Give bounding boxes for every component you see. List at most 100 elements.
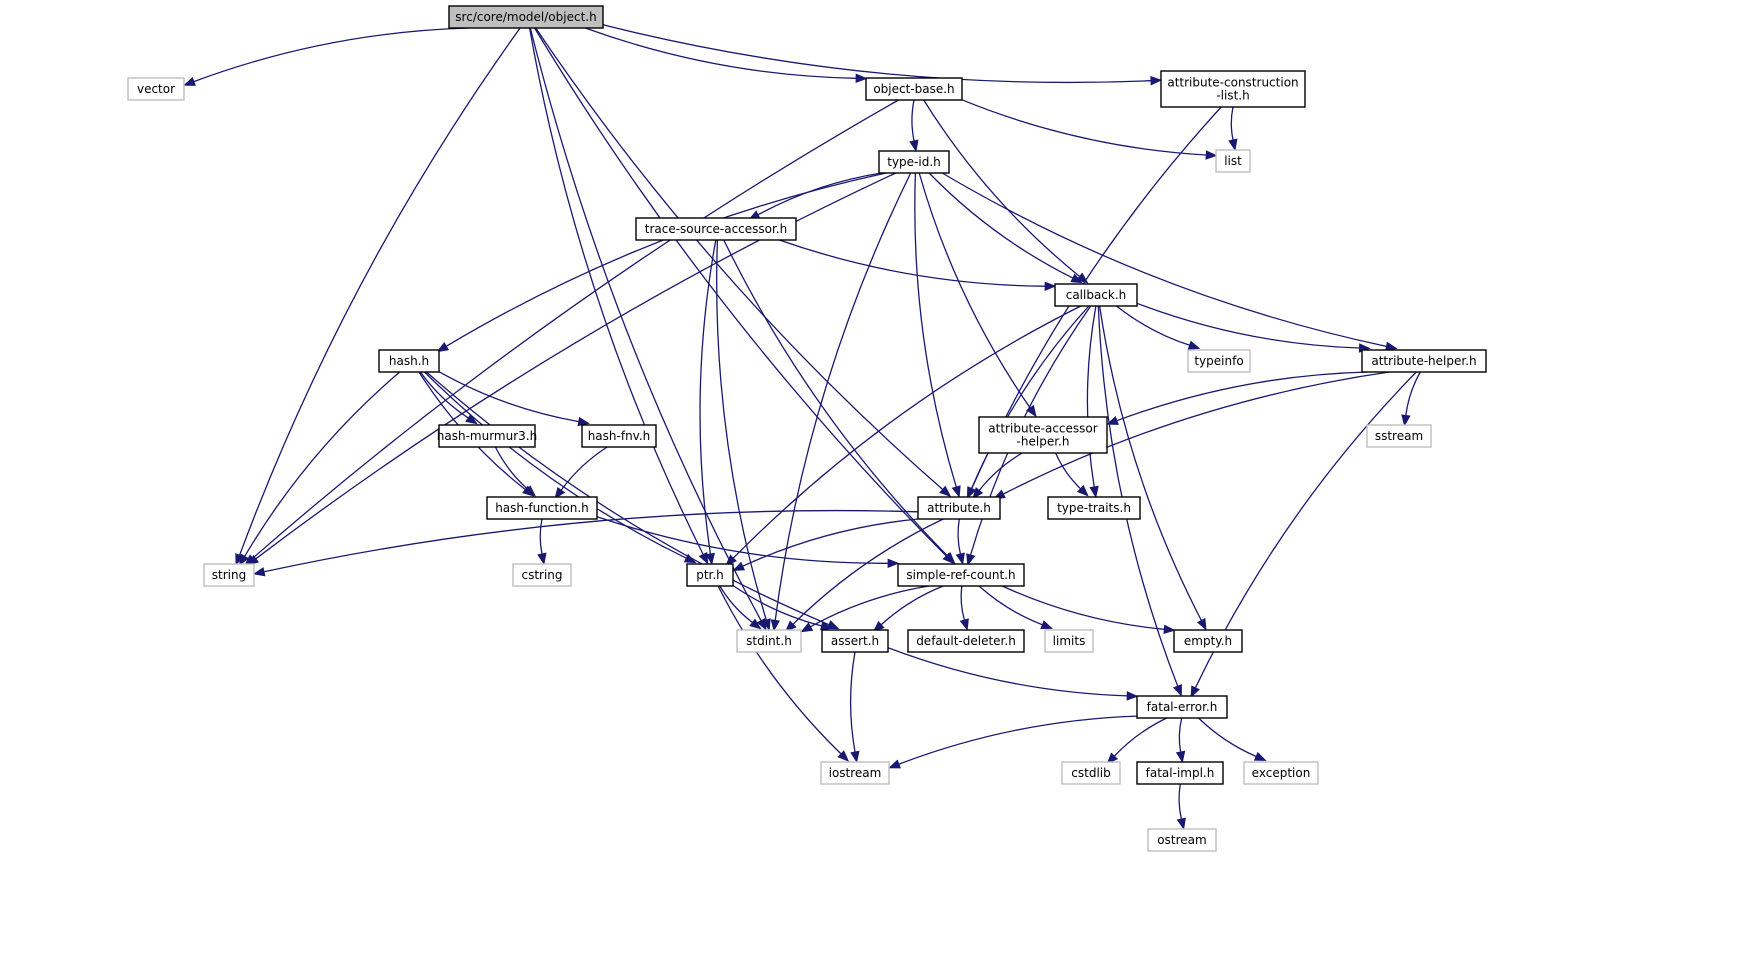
edge-ptr-to-assert bbox=[732, 584, 833, 631]
edge-trace_src-to-simple_ref bbox=[723, 239, 956, 564]
node-label: -helper.h bbox=[1017, 435, 1070, 449]
node-label: vector bbox=[137, 82, 175, 96]
node-label: typeinfo bbox=[1194, 354, 1243, 368]
node-trace-src[interactable]: trace-source-accessor.h bbox=[635, 217, 797, 241]
node-label: limits bbox=[1053, 634, 1086, 648]
node-hash-murmur[interactable]: hash-murmur3.h bbox=[437, 424, 537, 448]
node-object[interactable]: src/core/model/object.h bbox=[448, 5, 604, 29]
node-ptr[interactable]: ptr.h bbox=[686, 563, 734, 587]
node-label: fatal-impl.h bbox=[1146, 766, 1215, 780]
node-label: trace-source-accessor.h bbox=[645, 222, 788, 236]
node-default-deleter[interactable]: default-deleter.h bbox=[907, 629, 1025, 653]
edge-simple_ref-to-assert bbox=[872, 585, 944, 633]
edge-ptr-to-stdint bbox=[719, 585, 762, 630]
edge-attr_helper-to-sstream bbox=[1401, 371, 1421, 427]
node-simple-ref[interactable]: simple-ref-count.h bbox=[897, 563, 1025, 587]
node-fatal-impl[interactable]: fatal-impl.h bbox=[1136, 761, 1224, 785]
edge-attribute-to-stdint bbox=[784, 518, 944, 633]
node-label: hash-function.h bbox=[495, 501, 589, 515]
node-string: string bbox=[203, 563, 255, 587]
edge-object_base-to-list bbox=[961, 99, 1218, 160]
node-cstring: cstring bbox=[512, 563, 572, 587]
edge-fatal_error-to-iostream bbox=[888, 715, 1138, 769]
edge-attr_helper-to-attr_acc_helper bbox=[1106, 371, 1368, 425]
edge-hash_function-to-simple_ref bbox=[596, 516, 900, 569]
node-label: src/core/model/object.h bbox=[455, 10, 596, 24]
edge-assert-to-fatal_error bbox=[887, 647, 1139, 701]
edge-callback-to-attribute bbox=[966, 305, 1090, 500]
edge-object-to-attr_constr bbox=[602, 24, 1163, 86]
node-empty[interactable]: empty.h bbox=[1173, 629, 1243, 653]
node-attr-acc-helper[interactable]: attribute-accessor-helper.h bbox=[978, 416, 1108, 454]
edge-attribute-to-string bbox=[252, 509, 919, 577]
node-attribute[interactable]: attribute.h bbox=[917, 496, 1001, 520]
node-label: cstdlib bbox=[1071, 766, 1110, 780]
edge-simple_ref-to-stdint bbox=[800, 585, 930, 633]
edge-hash-to-assert bbox=[426, 371, 840, 630]
edge-callback-to-typeinfo bbox=[1116, 305, 1201, 350]
node-list: list bbox=[1215, 149, 1251, 173]
edge-callback-to-attr_helper bbox=[1136, 302, 1371, 353]
node-label: attribute-helper.h bbox=[1371, 354, 1476, 368]
edge-object-to-stdint bbox=[529, 27, 767, 631]
node-hash[interactable]: hash.h bbox=[378, 349, 440, 373]
edge-type_id-to-attr_helper bbox=[941, 172, 1398, 351]
node-label: hash-murmur3.h bbox=[437, 429, 537, 443]
edge-attr_acc_helper-to-type_traits bbox=[1055, 452, 1089, 497]
edge-assert-to-iostream bbox=[849, 651, 860, 764]
edge-object-to-ptr bbox=[528, 27, 709, 565]
node-object-base[interactable]: object-base.h bbox=[865, 77, 963, 101]
node-label: ostream bbox=[1157, 833, 1206, 847]
edge-hash_function-to-cstring bbox=[537, 518, 547, 566]
node-type-traits[interactable]: type-traits.h bbox=[1047, 496, 1141, 520]
edge-attr_acc_helper-to-attribute bbox=[972, 452, 1023, 500]
node-assert[interactable]: assert.h bbox=[821, 629, 889, 653]
node-typeinfo: typeinfo bbox=[1187, 349, 1251, 373]
edge-attribute-to-ptr bbox=[732, 518, 919, 571]
edge-object-to-string bbox=[235, 27, 521, 566]
node-label: default-deleter.h bbox=[916, 634, 1016, 648]
edge-fatal_error-to-cstdlib bbox=[1106, 717, 1168, 765]
node-label: attribute.h bbox=[927, 501, 991, 515]
edge-simple_ref-to-default_deleter bbox=[959, 585, 969, 631]
node-sstream: sstream bbox=[1366, 424, 1432, 448]
node-iostream: iostream bbox=[820, 761, 890, 785]
node-label: sstream bbox=[1375, 429, 1423, 443]
edge-hash_murmur-to-hash_function bbox=[494, 446, 537, 497]
edge-trace_src-to-stdint bbox=[716, 239, 771, 632]
node-hash-fnv[interactable]: hash-fnv.h bbox=[581, 424, 657, 448]
node-label: type-id.h bbox=[887, 155, 941, 169]
edge-trace_src-to-ptr bbox=[699, 239, 717, 566]
edge-ptr-to-iostream bbox=[717, 585, 850, 762]
node-fatal-error[interactable]: fatal-error.h bbox=[1136, 695, 1228, 719]
node-label: string bbox=[212, 568, 246, 582]
edge-simple_ref-to-empty bbox=[1001, 585, 1176, 634]
node-label: object-base.h bbox=[873, 82, 954, 96]
node-label: cstring bbox=[521, 568, 562, 582]
node-hash-function[interactable]: hash-function.h bbox=[486, 496, 598, 520]
edge-type_id-to-callback bbox=[928, 172, 1083, 284]
edge-attribute-to-simple_ref bbox=[955, 518, 965, 566]
edge-object-to-object_base bbox=[585, 27, 868, 84]
edge-callback-to-empty bbox=[1098, 305, 1207, 631]
node-label: type-traits.h bbox=[1057, 501, 1131, 515]
node-label: -list.h bbox=[1216, 89, 1249, 103]
node-callback[interactable]: callback.h bbox=[1054, 283, 1138, 307]
node-label: iostream bbox=[829, 766, 882, 780]
edge-fatal_error-to-fatal_impl bbox=[1175, 717, 1186, 764]
edge-type_id-to-attr_acc_helper bbox=[918, 172, 1037, 418]
edge-simple_ref-to-limits bbox=[978, 585, 1054, 630]
node-limits: limits bbox=[1044, 629, 1094, 653]
edge-fatal_error-to-exception bbox=[1198, 717, 1267, 761]
node-attr-constr[interactable]: attribute-construction-list.h bbox=[1160, 70, 1306, 108]
node-type-id[interactable]: type-id.h bbox=[878, 150, 950, 174]
edge-callback-to-ptr bbox=[725, 305, 1082, 567]
node-cstdlib: cstdlib bbox=[1061, 761, 1121, 785]
node-label: stdint.h bbox=[746, 634, 792, 648]
node-exception: exception bbox=[1243, 761, 1319, 785]
edge-hash-to-string bbox=[238, 371, 401, 567]
node-vector: vector bbox=[127, 77, 185, 101]
edge-hash_fnv-to-hash_function bbox=[554, 446, 608, 500]
node-attr-helper[interactable]: attribute-helper.h bbox=[1361, 349, 1487, 373]
edge-hash-to-hash_murmur bbox=[419, 371, 478, 425]
